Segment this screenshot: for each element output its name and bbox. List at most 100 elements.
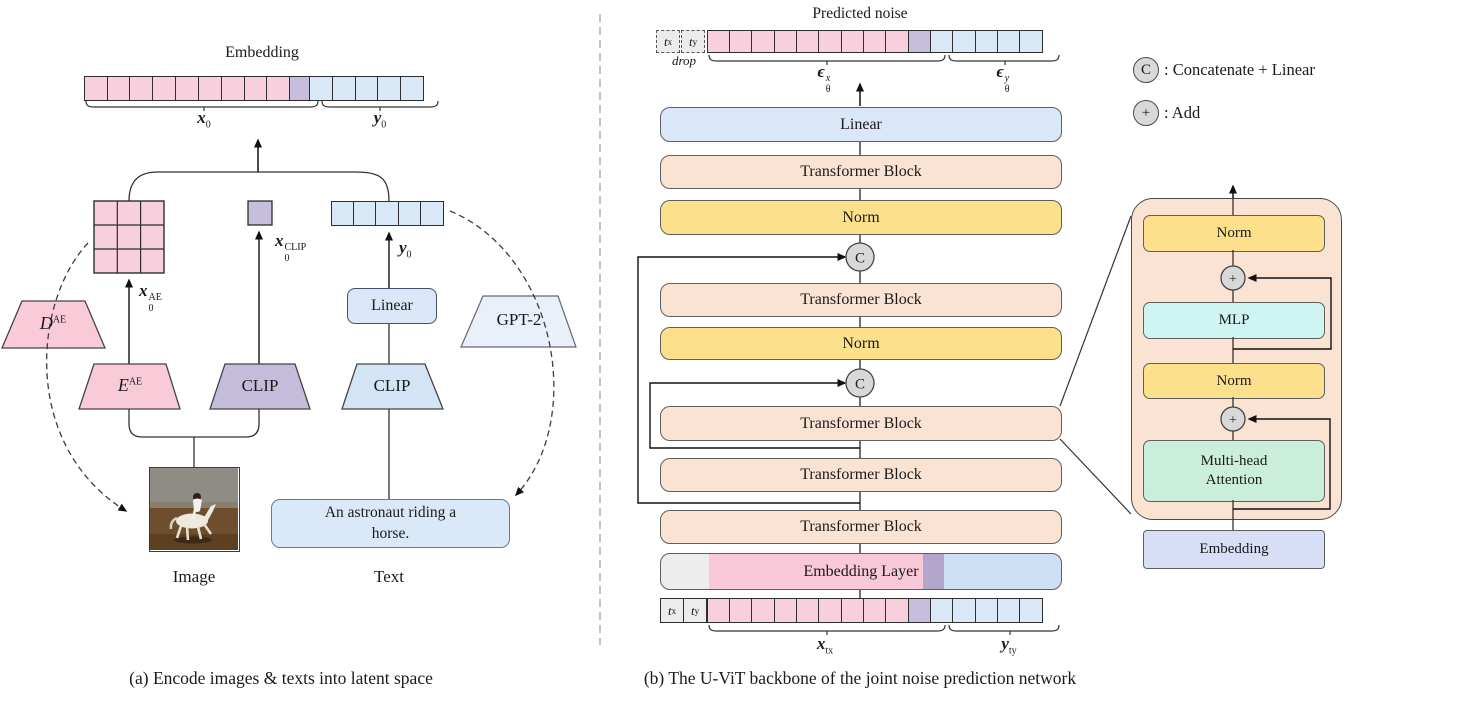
sample-image xyxy=(149,467,240,552)
drop-label: drop xyxy=(671,53,697,68)
pink-token-cell xyxy=(818,30,842,53)
pink-token-cell xyxy=(152,76,177,101)
pink-token-cell xyxy=(729,30,753,53)
pink-token-cell xyxy=(773,598,798,623)
pink-token-cell xyxy=(773,30,798,53)
concat-symbol-2: C xyxy=(855,377,865,393)
gather-bracket xyxy=(128,171,390,202)
x-t-label: xtx xyxy=(816,634,834,657)
embedding-strip-title: Embedding xyxy=(225,44,299,61)
blue-token-cell xyxy=(331,76,356,101)
y0-mid-label: y0 xyxy=(399,238,412,261)
x0-label: x0 xyxy=(197,108,211,131)
clip-image-label: CLIP xyxy=(241,376,279,395)
pink-token-cell xyxy=(840,30,865,53)
prompt-line1: An astronaut riding a xyxy=(324,503,457,521)
decoder-dashed-curve xyxy=(46,242,128,512)
x0-underbrace xyxy=(85,100,319,108)
blue-token-cell xyxy=(400,76,425,101)
pink-token-cell xyxy=(863,598,887,623)
blue-token-cell xyxy=(397,201,422,226)
eps-x-underbrace xyxy=(708,54,946,62)
clip-token-square xyxy=(247,200,273,226)
astronaut-figure xyxy=(191,493,202,520)
stack-transformer-2: Transformer Block xyxy=(660,283,1062,317)
stack-transformer-3: Transformer Block xyxy=(660,406,1062,441)
y0-label: y0 xyxy=(373,108,387,131)
blue-token-cell xyxy=(929,30,954,53)
pink-token-cell xyxy=(751,30,775,53)
pink-token-cell xyxy=(751,598,775,623)
caption-b: (b) The U-ViT backbone of the joint nois… xyxy=(643,668,1077,688)
pink-token-cell xyxy=(863,30,887,53)
pink-token-cell xyxy=(220,76,245,101)
encoder-label: EAE xyxy=(117,375,143,395)
pink-token-cell xyxy=(83,76,108,101)
pink-token-cell xyxy=(106,76,131,101)
blue-token-cell xyxy=(354,76,379,101)
decoder-label: DAE xyxy=(39,313,67,333)
blue-token-cell xyxy=(420,201,444,226)
caption-a: (a) Encode images & texts into latent sp… xyxy=(129,668,433,688)
stack-transformer-4: Transformer Block xyxy=(660,458,1062,492)
pink-token-cell xyxy=(885,30,909,53)
text-caption: Text xyxy=(374,567,404,586)
y0-underbrace xyxy=(321,100,439,108)
prompt-text-box: An astronaut riding a horse. xyxy=(271,499,510,548)
blue-token-cell xyxy=(353,201,377,226)
image-split-bracket xyxy=(128,409,260,438)
add-legend-icon: + xyxy=(1133,100,1159,126)
pink-token-cell xyxy=(796,598,820,623)
image-caption: Image xyxy=(172,567,216,586)
detail-norm-top: Norm xyxy=(1143,215,1325,252)
purple-token-cell xyxy=(907,598,932,623)
y-t-underbrace xyxy=(948,624,1060,632)
concat-legend-text: : Concatenate + Linear xyxy=(1164,60,1315,79)
pink-token-cell xyxy=(175,76,200,101)
blue-token-cell xyxy=(1019,30,1043,53)
purple-token-cell xyxy=(907,30,932,53)
eps-y-underbrace xyxy=(948,54,1060,62)
blue-token-cell xyxy=(952,30,976,53)
y0-token-strip xyxy=(330,201,444,226)
stack-transformer-1: Transformer Block xyxy=(660,155,1062,189)
pink-token-cell xyxy=(729,598,753,623)
blue-token-cell xyxy=(375,201,399,226)
blue-token-cell xyxy=(996,598,1021,623)
clip-text-label: CLIP xyxy=(373,376,411,395)
add-legend-text: : Add xyxy=(1164,103,1201,122)
stack-norm-2: Norm xyxy=(660,327,1062,360)
zoom-line-top xyxy=(1059,215,1132,407)
blue-token-cell xyxy=(377,76,402,101)
purple-token-cell xyxy=(289,76,311,101)
stack-norm-1: Norm xyxy=(660,200,1062,235)
pink-token-cell xyxy=(243,76,268,101)
concat-symbol-1: C xyxy=(855,251,865,267)
latent-grid xyxy=(93,200,165,274)
blue-token-cell xyxy=(952,598,976,623)
pink-token-cell xyxy=(818,598,842,623)
prompt-line2: horse. xyxy=(371,524,410,542)
pink-token-cell xyxy=(197,76,222,101)
embedding-token-strip xyxy=(83,76,425,101)
x-t-underbrace xyxy=(708,624,946,632)
text-linear-label: Linear xyxy=(371,297,413,314)
predicted-noise-title: Predicted noise xyxy=(812,5,908,22)
pink-token-cell xyxy=(796,30,820,53)
blue-token-cell xyxy=(996,30,1021,53)
blue-token-cell xyxy=(330,201,355,226)
y-t-label: yty xyxy=(1001,634,1017,657)
blue-token-cell xyxy=(974,598,999,623)
predicted-noise-strip xyxy=(706,30,1043,53)
pink-token-cell xyxy=(129,76,154,101)
horse-figure xyxy=(169,504,216,541)
pink-token-cell xyxy=(840,598,865,623)
